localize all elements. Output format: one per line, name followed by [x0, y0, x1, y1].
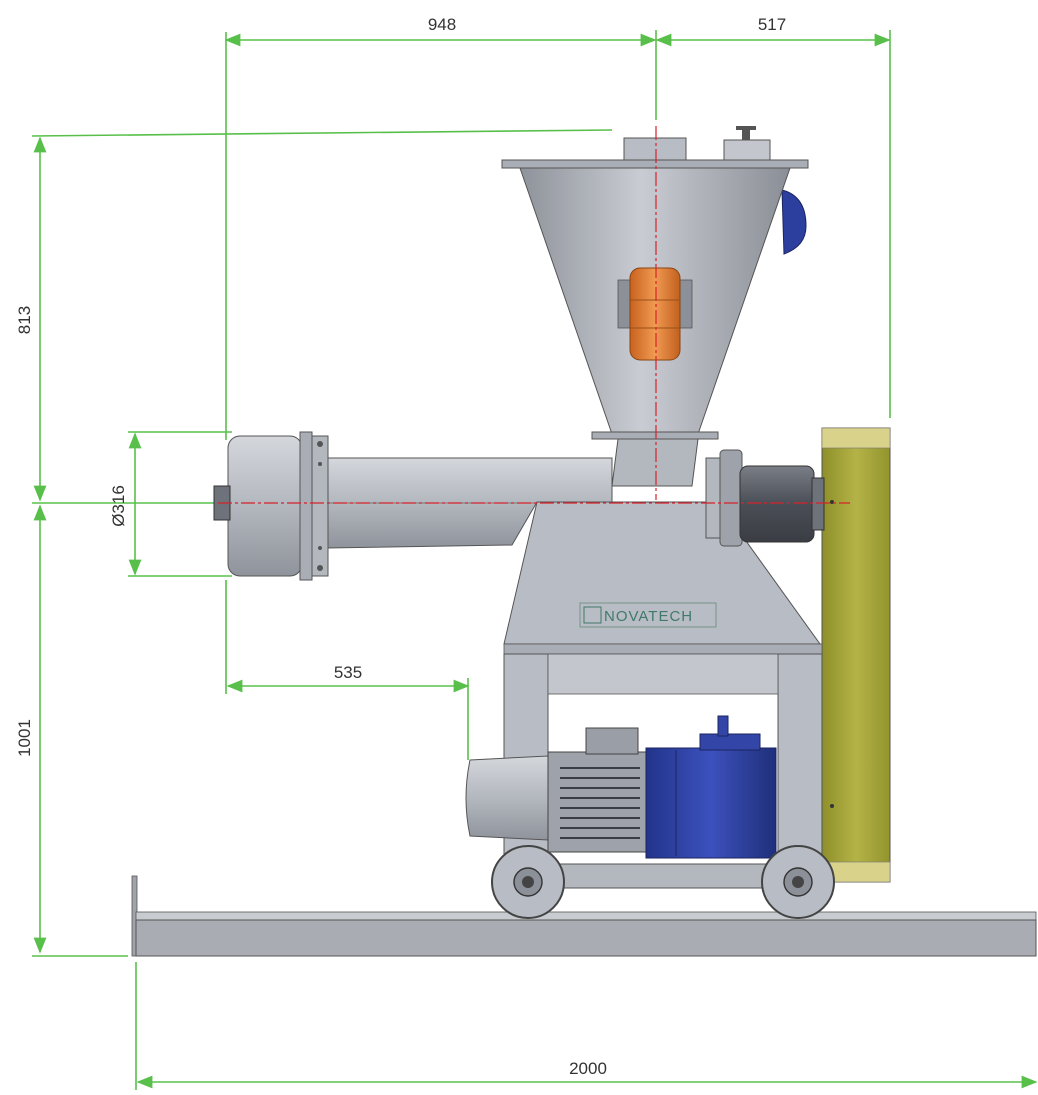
wheel-left — [491, 845, 565, 919]
control-panel — [821, 427, 891, 883]
logo-text: NOVATECH — [604, 608, 693, 625]
hopper — [501, 126, 809, 487]
dimension-labels: 948 517 813 Ø316 1001 535 2000 — [15, 15, 786, 1078]
drive-motor — [465, 715, 777, 859]
dimension-517: 517 — [758, 15, 786, 34]
gearbox-housing — [705, 449, 825, 547]
extruder-barrel — [213, 431, 613, 581]
wheels — [491, 845, 835, 919]
base-rail — [131, 875, 1037, 957]
dimension-948: 948 — [428, 15, 456, 34]
dimension-1001: 1001 — [15, 719, 34, 757]
dimension-535: 535 — [334, 663, 362, 682]
dimension-2000: 2000 — [569, 1059, 607, 1078]
wheel-right — [761, 845, 835, 919]
dimension-diameter-316: Ø316 — [109, 485, 128, 527]
dimension-813: 813 — [15, 306, 34, 334]
dimension-lines — [31, 30, 1038, 1090]
centerlines — [218, 126, 850, 504]
